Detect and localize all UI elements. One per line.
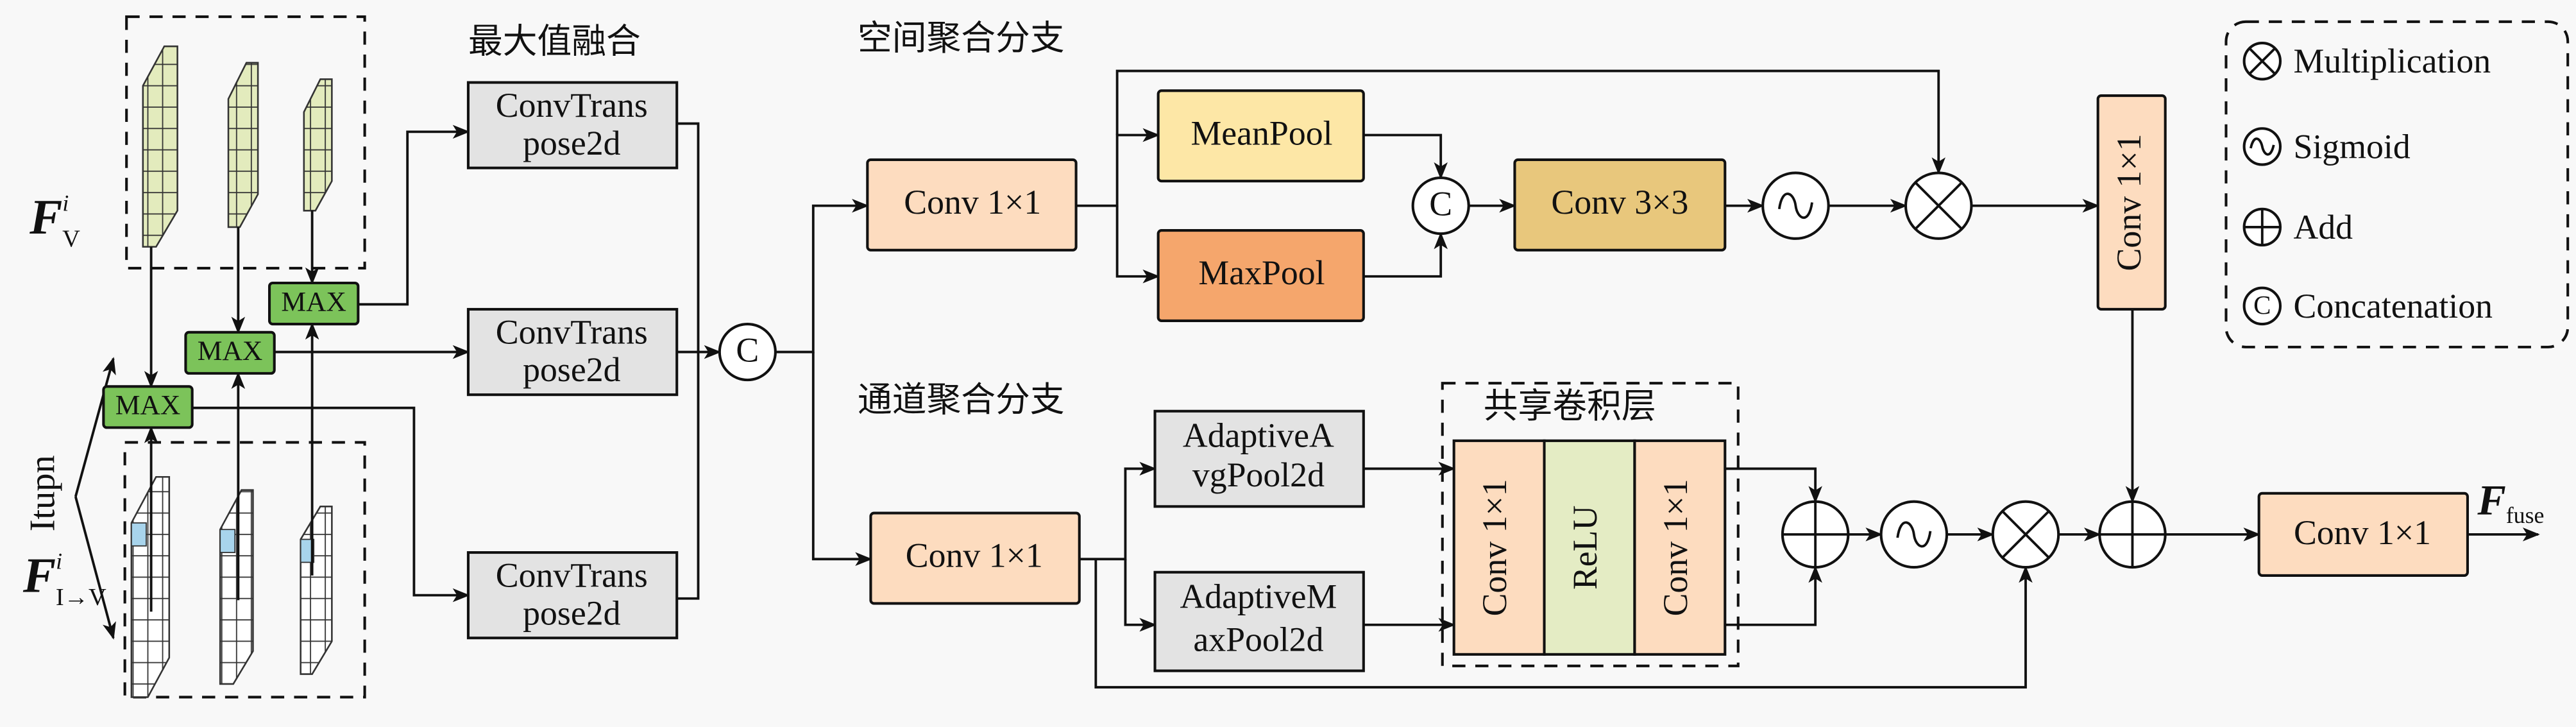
max-connectors [144, 210, 319, 612]
adaptive-maxpool-block: AdaptiveM axPool2d [1153, 570, 1365, 672]
svg-text:MAX: MAX [281, 286, 346, 317]
infrared-feature-maps [130, 475, 333, 698]
multiplication-icon [2242, 42, 2282, 81]
legend-add: Add [2293, 208, 2353, 246]
svg-text:ConvTrans: ConvTrans [496, 86, 648, 124]
add-icon [2242, 207, 2282, 247]
svg-text:pose2d: pose2d [523, 124, 620, 162]
feature-map [303, 78, 333, 212]
output-conv: Conv 1×1 [2257, 492, 2470, 577]
svg-text:Conv 1×1: Conv 1×1 [906, 536, 1043, 575]
svg-text:C: C [1429, 185, 1452, 223]
shared-conv-2: Conv 1×1 [1656, 479, 1695, 616]
concatenation-icon: C [2242, 286, 2282, 326]
add-icon [2098, 500, 2167, 569]
max-block-2: MAX [184, 330, 276, 375]
meanpool-block: MeanPool [1157, 89, 1365, 183]
svg-text:AdaptiveM: AdaptiveM [1180, 577, 1337, 616]
svg-text:C: C [736, 330, 759, 369]
sigmoid-icon [1879, 500, 1949, 569]
svg-text:MaxPool: MaxPool [1198, 253, 1325, 292]
input-arrow-up [74, 357, 116, 497]
max-block-3: MAX [267, 281, 360, 326]
svg-text:Conv 1×1: Conv 1×1 [2294, 513, 2431, 552]
concat-op-2: C [1411, 176, 1470, 235]
svg-text:C: C [2253, 290, 2271, 320]
svg-text:MAX: MAX [115, 390, 181, 421]
max-fusion-title: 最大值融合 [468, 22, 641, 60]
svg-text:AdaptiveA: AdaptiveA [1183, 416, 1334, 455]
shared-conv-title: 共享卷积层 [1484, 387, 1656, 425]
svg-text:axPool2d: axPool2d [1193, 620, 1323, 658]
legend: Multiplication Sigmoid Add C Concatenati… [2224, 20, 2570, 348]
add-icon [1781, 500, 1850, 569]
svg-text:MeanPool: MeanPool [1191, 114, 1333, 152]
channel-conv-in: Conv 1×1 [869, 511, 1081, 605]
max-block-1: MAX [102, 385, 194, 429]
legend-concatenation: Concatenation [2293, 287, 2493, 325]
feature-map [300, 506, 333, 675]
spatial-conv-in: Conv 1×1 [866, 158, 1078, 252]
concat-op-1: C [718, 322, 777, 382]
svg-text:ConvTrans: ConvTrans [496, 312, 648, 351]
visible-feature-maps [142, 45, 333, 248]
sigmoid-icon [2242, 127, 2282, 166]
sigmoid-icon [1761, 171, 1830, 240]
svg-text:MAX: MAX [198, 336, 263, 366]
multiplication-icon [1991, 500, 2060, 569]
svg-text:pose2d: pose2d [523, 350, 620, 389]
infrared-feature-group [123, 441, 366, 699]
legend-sigmoid: Sigmoid [2293, 127, 2410, 166]
multiplication-icon [1904, 171, 1973, 240]
svg-text:pose2d: pose2d [523, 594, 620, 632]
visible-feature-group [125, 15, 366, 269]
feature-map [227, 62, 259, 228]
shared-conv-1: Conv 1×1 [1475, 479, 1514, 616]
spatial-conv-out: Conv 1×1 [2096, 94, 2167, 311]
svg-text:Conv 1×1: Conv 1×1 [904, 183, 1041, 221]
svg-text:Conv 3×3: Conv 3×3 [1551, 183, 1688, 221]
feature-map [142, 45, 178, 248]
output-label: Ffuse [2477, 477, 2544, 528]
channel-branch-title: 通道聚合分支 [858, 381, 1065, 419]
svg-text:ConvTrans: ConvTrans [496, 556, 648, 594]
svg-text:Conv 1×1: Conv 1×1 [2110, 133, 2148, 271]
svg-text:vgPool2d: vgPool2d [1192, 456, 1325, 494]
legend-multiplication: Multiplication [2293, 42, 2491, 80]
maxpool-block: MaxPool [1157, 228, 1365, 322]
input-label: Itupn [23, 455, 63, 531]
input-arrow-down [74, 496, 116, 640]
spatial-branch-title: 空间聚合分支 [858, 19, 1065, 57]
conv3x3-block: Conv 3×3 [1513, 158, 1727, 252]
shared-relu: ReLU [1566, 506, 1604, 590]
feature-map [219, 489, 254, 685]
shared-conv-layer: 共享卷积层 Conv 1×1 ReLU Conv 1×1 [1441, 382, 1740, 667]
